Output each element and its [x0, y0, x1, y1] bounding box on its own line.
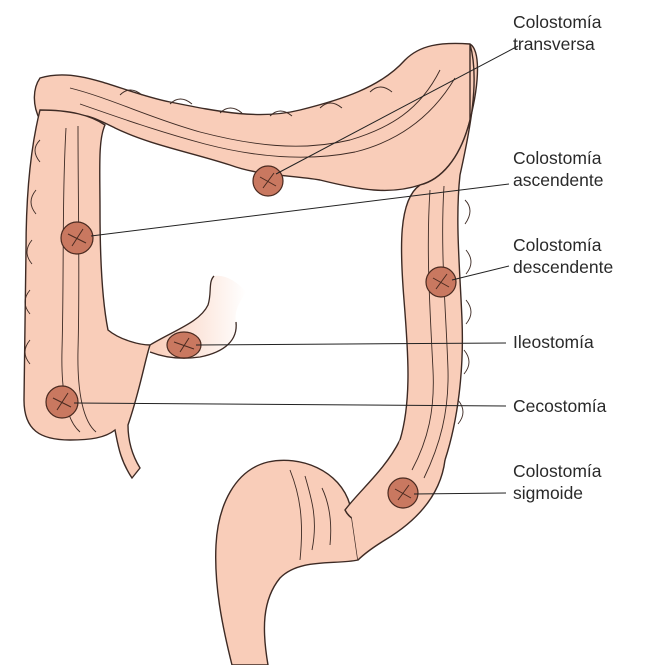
label-transverse-colostomy: Colostomía transversa [513, 11, 602, 55]
label-sigmoid-colostomy: Colostomía sigmoide [513, 460, 602, 504]
stoma-ascending [61, 222, 93, 254]
stoma-cecostomy [46, 386, 78, 418]
label-ascending-line-2: ascendente [513, 169, 604, 191]
stoma-ileostomy [167, 332, 201, 358]
leader-line-descending [452, 266, 509, 280]
label-transverse-line-1: Colostomía [513, 11, 602, 33]
label-descending-line-2: descendente [513, 256, 613, 278]
label-transverse-line-2: transversa [513, 33, 602, 55]
label-ascending-line-1: Colostomía [513, 147, 604, 169]
stoma-transverse [253, 166, 283, 196]
label-cecostomy-line-1: Cecostomía [513, 395, 606, 417]
rectum [216, 460, 358, 665]
label-ileostomy-line-1: Ileostomía [513, 331, 594, 353]
stoma-descending [426, 267, 456, 297]
label-descending-colostomy: Colostomía descendente [513, 234, 613, 278]
label-ileostomy: Ileostomía [513, 331, 594, 353]
label-cecostomy: Cecostomía [513, 395, 606, 417]
label-sigmoid-line-2: sigmoide [513, 482, 602, 504]
stoma-sigmoid [388, 478, 418, 508]
label-sigmoid-line-1: Colostomía [513, 460, 602, 482]
label-descending-line-1: Colostomía [513, 234, 613, 256]
label-ascending-colostomy: Colostomía ascendente [513, 147, 604, 191]
